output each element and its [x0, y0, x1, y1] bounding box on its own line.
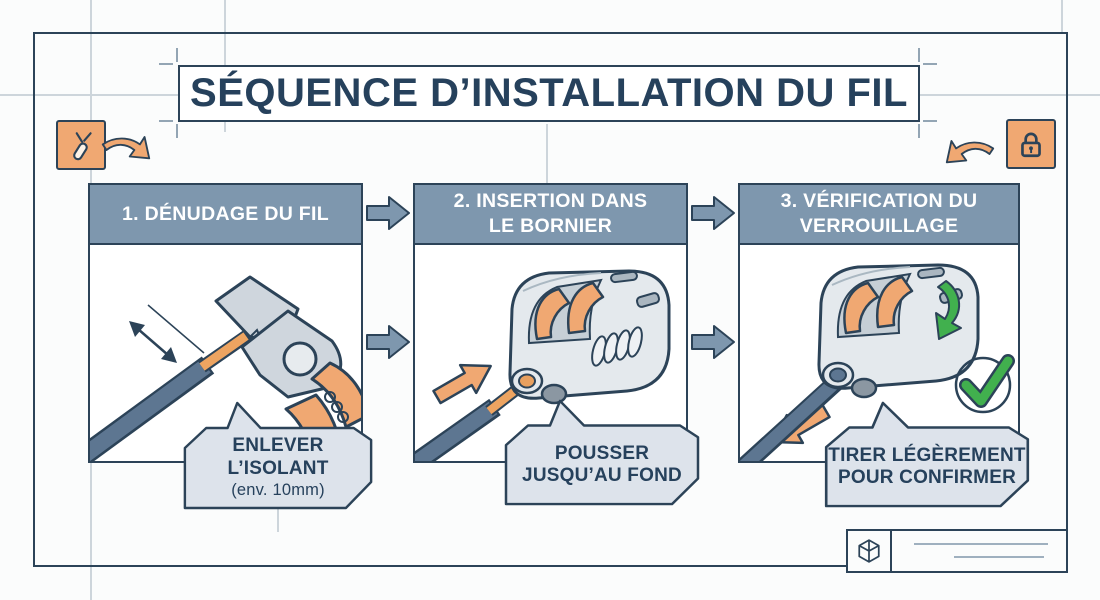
placeholder-line — [954, 556, 1044, 558]
outer-frame — [33, 32, 1068, 567]
callout-text: ENLEVER L’ISOLANT (env. 10mm) — [227, 435, 329, 500]
crop-mark — [918, 124, 920, 138]
title-box: SÉQUENCE D’INSTALLATION DU FIL — [178, 65, 920, 122]
check-mark-icon — [954, 354, 1015, 414]
wire-insertion-connector-illustration — [415, 269, 671, 461]
speech-bubble — [183, 401, 373, 510]
push-direction-arrow-icon — [432, 363, 492, 405]
grid-line-vertical — [546, 124, 548, 184]
flow-arrow-icon — [366, 325, 410, 359]
step-panel-1: 1. DÉNUDAGE DU FIL — [88, 183, 363, 463]
drawing-title-block — [846, 529, 1068, 573]
speech-bubble — [824, 401, 1030, 508]
cube-logo-icon — [848, 531, 892, 571]
callout-text: POUSSER JUSQU’AU FOND — [522, 442, 682, 486]
flow-arrow-icon — [691, 196, 735, 230]
pliers-stripping-wire-illustration — [90, 275, 361, 461]
grid-line-vertical — [1061, 0, 1063, 33]
step-2-header-line: LE BORNIER — [488, 215, 613, 237]
crop-mark — [176, 124, 178, 138]
step-2-header: 2. INSERTION DANS LE BORNIER — [413, 183, 688, 245]
page-title: SÉQUENCE D’INSTALLATION DU FIL — [190, 71, 908, 115]
crop-mark — [918, 48, 920, 62]
callout-note: (env. 10mm) — [231, 481, 325, 500]
step-1-header-line: 1. DÉNUDAGE DU FIL — [122, 202, 329, 225]
step-2-callout: POUSSER JUSQU’AU FOND — [502, 398, 702, 508]
title-block-text-lines — [892, 531, 1066, 571]
lock-glyph — [1021, 132, 1041, 158]
speech-bubble — [504, 399, 700, 506]
crop-mark — [923, 120, 937, 122]
lever-lock-arrow-icon — [935, 280, 962, 340]
crop-mark — [923, 63, 937, 65]
callout-text: TIRER LÉGÈREMENT POUR CONFIRMER — [828, 444, 1026, 488]
crop-mark — [159, 120, 173, 122]
flow-arrow-icon — [691, 325, 735, 359]
step-3-callout: TIRER LÉGÈREMENT POUR CONFIRMER — [822, 400, 1032, 510]
step-2-header-line: 2. INSERTION DANS — [453, 190, 648, 213]
grid-line-vertical — [277, 496, 279, 532]
lock-icon — [1006, 119, 1056, 169]
flow-arrow-icon — [366, 196, 410, 230]
wire-stripper-icon — [56, 120, 106, 170]
locked-connector-pull-test-illustration — [740, 263, 1015, 461]
step-1-callout: ENLEVER L’ISOLANT (env. 10mm) — [181, 400, 375, 512]
placeholder-line — [914, 543, 1048, 545]
wire-stripper-glyph — [73, 132, 92, 161]
curved-arrow-down-right-icon — [101, 136, 151, 160]
step-1-header: 1. DÉNUDAGE DU FIL — [88, 183, 363, 245]
crop-mark — [159, 63, 173, 65]
crop-mark — [176, 48, 178, 62]
step-3-header-line: VERROUILLAGE — [799, 215, 959, 237]
step-3-header-line: 3. VÉRIFICATION DU — [780, 190, 978, 213]
step-1-illustration-area — [88, 245, 363, 463]
curved-arrow-down-left-icon — [945, 140, 995, 164]
step-3-header: 3. VÉRIFICATION DU VERROUILLAGE — [738, 183, 1020, 245]
